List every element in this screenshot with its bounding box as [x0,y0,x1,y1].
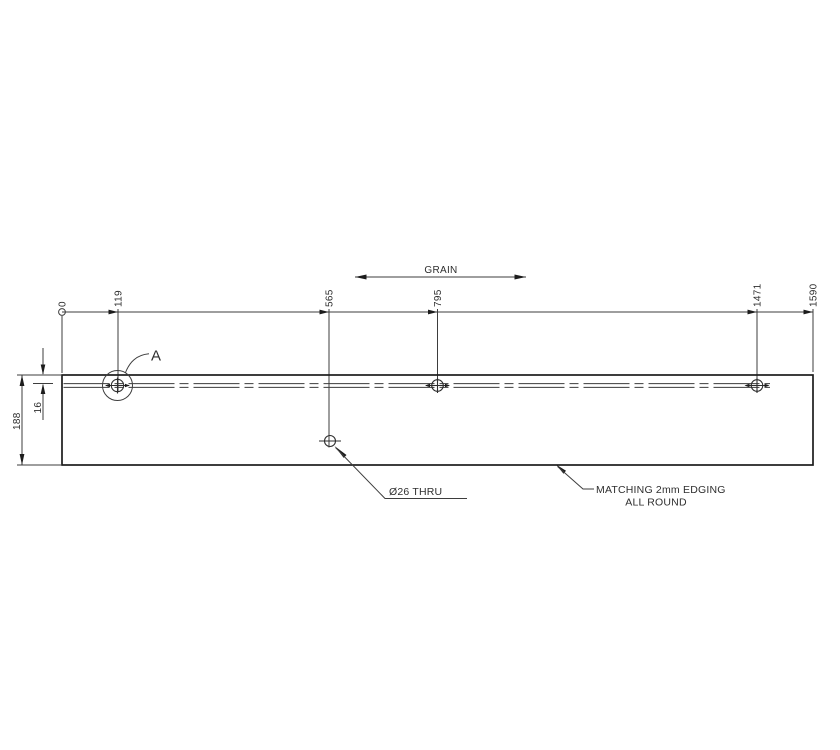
edging-note-line2: ALL ROUND [625,497,687,509]
grain-arrow-left-icon [355,274,367,280]
hole-row-centerlines [63,383,770,388]
dim-188-label: 188 [12,412,23,430]
grain-arrow-right-icon [514,274,526,280]
station-label-0: 0 [58,301,69,307]
hole-note-label: Ø26 THRU [389,486,442,498]
station-label-1471: 1471 [753,283,764,307]
thru-hole-565 [319,434,341,448]
dim-16-label: 16 [33,402,44,414]
station-label-1590: 1590 [809,283,820,307]
grain-direction: GRAIN [355,265,526,280]
detail-callout-A: A [102,348,161,401]
detail-label: A [151,348,161,365]
hole-795 [425,378,450,393]
grain-label: GRAIN [424,265,457,276]
ordinate-dimension-line: 0 119 565 795 1471 1590 [58,283,820,448]
edging-note-line1: MATCHING 2mm EDGING [596,484,726,496]
panel-outline [61,374,814,466]
dim-16: 16 [33,348,53,420]
thru-hole-note: Ø26 THRU [334,446,467,499]
edging-note: MATCHING 2mm EDGING ALL ROUND [556,464,726,509]
dim-188: 188 [12,374,61,466]
station-label-795: 795 [433,289,444,307]
origin-marker-icon [58,308,66,316]
hole-1471 [744,378,770,393]
detail-circle-icon [102,370,133,401]
hole-A [105,377,130,394]
station-label-565: 565 [325,289,336,307]
station-label-119: 119 [114,290,125,307]
